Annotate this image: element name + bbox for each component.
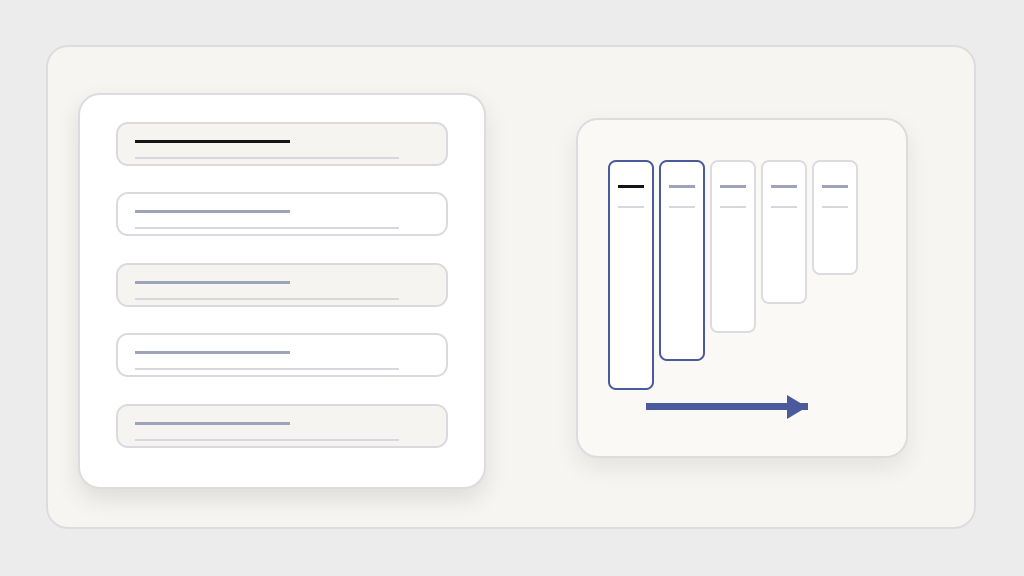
list-item-title-placeholder [135, 351, 290, 354]
list-item[interactable] [116, 263, 448, 307]
list-item-subtitle-placeholder [135, 298, 399, 300]
column-subtitle-placeholder [720, 206, 746, 208]
column-title-placeholder [669, 185, 695, 188]
list-item[interactable] [116, 333, 448, 377]
column-card-active[interactable] [659, 160, 705, 361]
list-item-subtitle-placeholder [135, 368, 399, 370]
column-card[interactable] [812, 160, 858, 275]
arrow-right-icon [646, 403, 796, 410]
column-title-placeholder [771, 185, 797, 188]
column-subtitle-placeholder [771, 206, 797, 208]
column-card[interactable] [710, 160, 756, 333]
column-subtitle-placeholder [822, 206, 848, 208]
column-card-active[interactable] [608, 160, 654, 390]
list-item-title-placeholder [135, 140, 290, 143]
list-item-subtitle-placeholder [135, 157, 399, 159]
list-item-subtitle-placeholder [135, 439, 399, 441]
list-item-subtitle-placeholder [135, 227, 399, 229]
column-title-placeholder [822, 185, 848, 188]
list-item-selected[interactable] [116, 122, 448, 166]
list-item-title-placeholder [135, 210, 290, 213]
list-item-title-placeholder [135, 281, 290, 284]
column-card[interactable] [761, 160, 807, 304]
column-subtitle-placeholder [669, 206, 695, 208]
list-item[interactable] [116, 192, 448, 236]
arrow-head-icon [787, 395, 807, 419]
column-subtitle-placeholder [618, 206, 644, 208]
list-item-title-placeholder [135, 422, 290, 425]
column-title-placeholder [720, 185, 746, 188]
list-item[interactable] [116, 404, 448, 448]
column-title-placeholder [618, 185, 644, 188]
